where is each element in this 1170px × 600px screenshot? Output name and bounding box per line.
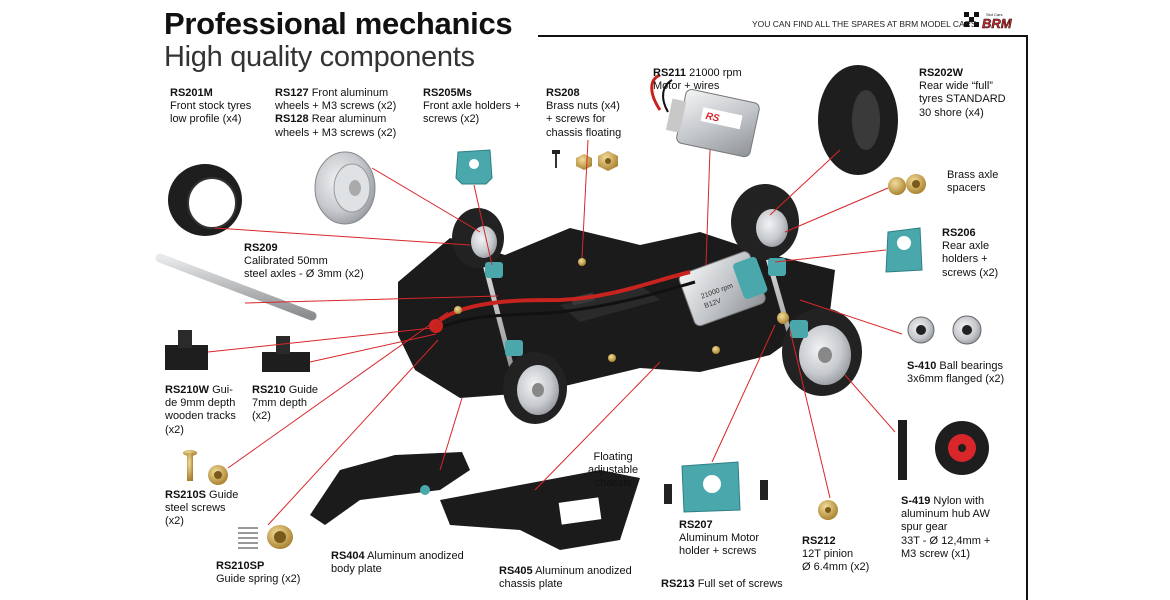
pinion-part (818, 500, 838, 520)
leader-rs210s (227, 311, 449, 469)
brass-axle-spacers-part (888, 174, 926, 195)
ball-bearings-part (907, 315, 982, 345)
header-rule (538, 35, 1028, 37)
guide-7mm-part (262, 336, 310, 372)
page-subtitle: High quality components (164, 41, 475, 73)
page-title: Professional mechanics (164, 6, 513, 41)
spares-note: YOU CAN FIND ALL THE SPARES AT BRM MODEL… (752, 19, 977, 29)
rear-axle-holder-bottom (790, 320, 808, 338)
leader-rs211 (705, 149, 711, 266)
label-rs201m: RS201M Front stock tyres low profile (x4… (170, 87, 252, 126)
motor-on-chassis: 21000 rpm B12V (678, 251, 768, 327)
label-floating-chassis: Floating adjustable chassis (588, 451, 639, 490)
chassis-plate-part (440, 470, 640, 550)
motor-holder-part (664, 461, 768, 513)
body-plate-part (310, 452, 470, 525)
aluminum-wheel-part (314, 151, 376, 225)
chassis-nut-2 (608, 354, 616, 362)
rear-axle-holder-top (768, 258, 786, 276)
leader-rs206 (774, 249, 887, 263)
leader-rs210sp (267, 339, 439, 526)
label-rs206: RS206 Rear axle holders + screws (x2) (942, 227, 999, 279)
label-rs210s: RS210S Guide steel screws (x2) (165, 489, 239, 528)
label-rs209: RS209 Calibrated 50mm steel axles - Ø 3m… (244, 242, 364, 281)
motor-part: RS (665, 88, 760, 158)
front-axle-holder-bottom (505, 340, 523, 356)
guide-9mm-part (165, 330, 208, 370)
leader-rs201m (214, 227, 471, 246)
logo-text: BRM (982, 16, 1013, 31)
leader-rs212 (789, 329, 831, 499)
red-wire (438, 270, 691, 322)
side-rule (1026, 35, 1028, 600)
front-tyre-part (168, 164, 242, 236)
label-s419: S-419 Nylon with aluminum hub AW spur ge… (901, 495, 991, 560)
leader-rs404 (439, 397, 463, 471)
label-rs202w: RS202W Rear wide “full” tyres STANDARD 3… (919, 67, 1006, 119)
rear-wheel-hub (818, 347, 832, 363)
leader-lines (207, 139, 903, 526)
label-s410: S-410 Ball bearings 3x6mm flanged (x2) (907, 360, 1005, 386)
leader-rs205ms (473, 184, 493, 266)
black-wire (435, 280, 696, 332)
body-plate-post (420, 485, 430, 495)
leader-rs405 (534, 361, 661, 491)
label-brass-spacers: Brass axle spacers (947, 169, 999, 195)
label-rs405: RS405 Aluminum anodized chassis plate (499, 565, 632, 591)
front-wheel-top-rim (471, 226, 497, 258)
checkered-flag-icon (964, 12, 979, 27)
rear-axle-holder-part (885, 227, 923, 273)
rear-wheel-top-rim (756, 209, 788, 247)
motor-black-wire (662, 79, 673, 113)
leader-spacers (784, 187, 889, 233)
label-rs205ms: RS205Ms Front axle holders + screws (x2) (423, 87, 521, 126)
leader-s419 (844, 374, 896, 433)
label-rs208: RS208 Brass nuts (x4) + screws for chass… (546, 87, 622, 139)
steel-axle-part (155, 253, 317, 321)
label-rs404: RS404 Aluminum anodized body plate (331, 550, 464, 576)
leader-rs127 (371, 167, 481, 233)
label-rs211: RS211 21000 rpm Motor + wires (653, 67, 742, 93)
spur-gear-part (898, 420, 989, 480)
brm-logo: Slot Cars BRM (964, 12, 1013, 31)
motor-red-wire (650, 73, 662, 111)
label-rs207: RS207 Aluminum Motor holder + screws (679, 519, 760, 558)
leader-rs210w (207, 327, 433, 353)
logo-small-text: Slot Cars (986, 12, 1002, 17)
chassis-plate-cutout (558, 497, 602, 525)
leader-rs208 (581, 139, 589, 259)
front-wheel-hub (532, 383, 544, 397)
leader-rs209 (244, 295, 499, 304)
label-rs127-rs128: RS127 Front aluminum wheels + M3 screws … (275, 87, 397, 139)
front-axle-holder-top (485, 262, 503, 278)
label-rs210sp: RS210SP Guide spring (x2) (216, 560, 301, 586)
chassis-nut-1 (578, 258, 586, 266)
label-rs213: RS213 Full set of screws (661, 578, 783, 590)
leader-rs202w (769, 149, 841, 216)
leader-rs210 (309, 333, 437, 363)
front-axle-holder-part (455, 149, 493, 185)
label-rs212: RS212 12T pinion Ø 6.4mm (x2) (802, 535, 870, 574)
leader-s410 (799, 299, 903, 335)
guide-steel-screws-part (183, 450, 228, 485)
rear-tyre-part (818, 65, 898, 175)
svg-text:RS: RS (704, 111, 720, 125)
guide-spring-part (238, 525, 293, 549)
leader-rs207 (711, 324, 776, 463)
brass-nuts-and-screws-part (552, 150, 618, 171)
chassis-nut-4 (454, 306, 462, 314)
pinion-on-chassis (777, 312, 789, 324)
chassis-nut-3 (712, 346, 720, 354)
label-rs210w: RS210W Gui- de 9mm depth wooden tracks (… (165, 384, 236, 436)
label-rs210: RS210 Guide 7mm depth (x2) (252, 384, 319, 423)
